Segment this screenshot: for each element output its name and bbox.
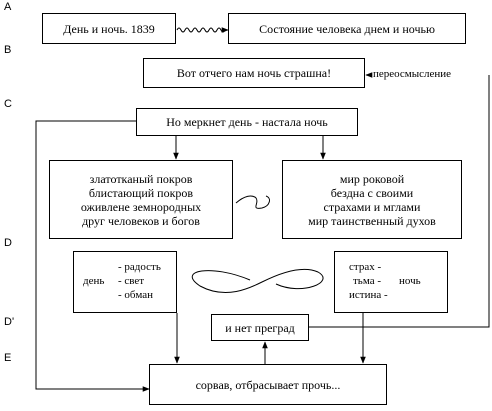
fateful-world-line: мир роковой [339, 171, 405, 186]
human-state-box: Состояние человека днем и ночью [228, 13, 466, 44]
night-item-darkness: тьма - [353, 275, 382, 287]
day-attributes-box: день - радость - свет - обман [73, 251, 177, 313]
night-word: ночь [399, 275, 421, 287]
infinity-link-d [192, 268, 324, 294]
row-label-b: B [4, 44, 12, 56]
day-cover-box: златотканый покров блистающий покров ожи… [49, 160, 233, 239]
day-item-joy: - радость [118, 261, 161, 273]
rethinking-label: переосмысление [373, 68, 452, 80]
row-label-a: A [4, 1, 12, 13]
day-and-night-1839-box: День и ночь. 1839 [42, 13, 176, 44]
swirl-link-c [235, 195, 270, 209]
fateful-world-box: мир роковой бездна с своими страхами и м… [282, 160, 462, 239]
day-word: день [83, 275, 105, 287]
row-label-c: C [4, 98, 12, 110]
day-fades-night-falls-box: Но меркнет день - настала ночь [136, 108, 358, 136]
night-attributes-box: страх - тьма - истина - ночь [334, 251, 448, 313]
day-cover-lines: златотканый покров блистающий покров ожи… [81, 172, 201, 228]
day-cover-line: златотканый покров [89, 171, 193, 186]
why-night-is-fearful-box: Вот отчего нам ночь страшна! [143, 58, 365, 88]
day-cover-line: друг человеков и богов [82, 213, 200, 228]
fateful-world-line: страхами и мглами [323, 199, 421, 214]
row-label-e: E [4, 352, 12, 364]
day-cover-line: блистающий покров [88, 185, 194, 200]
row-label-d: D [4, 237, 12, 249]
fateful-world-line: бездна с своими [330, 185, 414, 200]
fateful-world-line: мир таинственный духов [308, 213, 436, 228]
night-item-fear: страх - [349, 261, 382, 273]
torn-off-box: сорвав, отбрасывает прочь... [149, 364, 387, 405]
day-item-deception: - обман [118, 289, 154, 301]
night-item-truth: истина - [349, 289, 388, 301]
day-cover-line: оживлене земнородных [80, 199, 202, 214]
no-barriers-box: и нет преград [211, 314, 309, 341]
day-item-light: - свет [118, 275, 145, 287]
wavy-connector [176, 27, 229, 33]
fateful-world-lines: мир роковой бездна с своими страхами и м… [308, 172, 436, 228]
row-label-d-prime: D' [4, 316, 15, 328]
